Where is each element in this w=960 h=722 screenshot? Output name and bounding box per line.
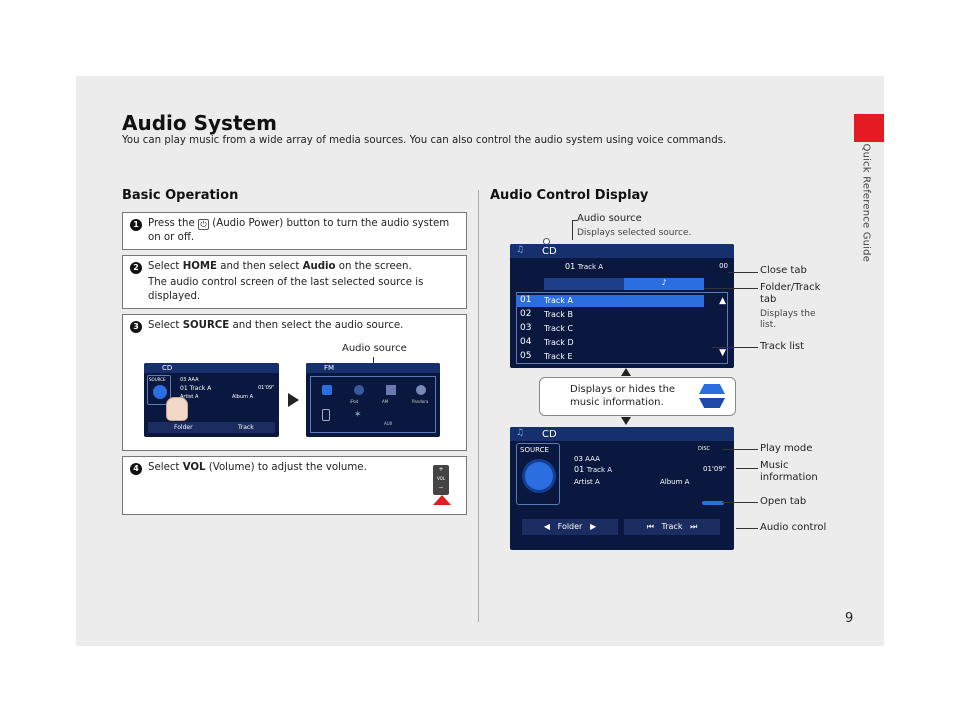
track-tab[interactable]: ♪ — [624, 278, 704, 290]
track-control[interactable]: ⏮ Track ⏭ — [624, 519, 720, 535]
callout-line — [712, 347, 758, 348]
track-list-label: Track list — [760, 341, 805, 352]
music-information-label: Music information — [760, 460, 818, 483]
page-title: Audio System — [122, 111, 277, 135]
callout-line — [722, 502, 758, 503]
callout-line — [736, 528, 758, 529]
step-3: 3 Select SOURCE and then select the audi… — [122, 314, 467, 451]
step-2: 2 Select HOME and then select Audio on t… — [122, 255, 467, 309]
column-divider — [478, 190, 479, 622]
callout-line — [728, 272, 758, 273]
music-note-icon: ♫ — [516, 428, 525, 438]
toggle-info-box: Displays or hides the music information. — [539, 377, 736, 416]
step-number: 3 — [130, 321, 142, 333]
audio-control-label: Audio control — [760, 522, 827, 533]
scroll-up-icon[interactable]: ▲ — [719, 296, 726, 306]
open-tab-label: Open tab — [760, 496, 807, 507]
disc-icon — [153, 385, 167, 399]
disc-icon — [416, 385, 426, 395]
page-number: 9 — [845, 611, 854, 626]
vol-knob[interactable]: +VOL− — [433, 465, 449, 495]
step-2-text: Select HOME and then select Audio on the… — [148, 261, 424, 302]
folder-track-tab-desc: Displays the list. — [760, 309, 816, 330]
power-icon: ⏻ — [198, 219, 210, 230]
folder-tab[interactable] — [544, 278, 624, 290]
folder-control[interactable]: ◀ Folder ▶ — [522, 519, 618, 535]
step-1: 1 Press the ⏻ (Audio Power) button to tu… — [122, 212, 467, 250]
callout-line — [736, 468, 758, 469]
audio-control-display-heading: Audio Control Display — [490, 188, 649, 203]
basic-operation-heading: Basic Operation — [122, 188, 239, 203]
phone-icon — [322, 409, 330, 421]
radio-icon — [354, 385, 364, 395]
scroll-down-icon[interactable]: ▼ — [719, 348, 726, 358]
step-1-text: Press the ⏻ (Audio Power) button to turn… — [148, 218, 450, 243]
usb-icon — [322, 385, 332, 395]
audio-source-callout: Audio source — [342, 343, 407, 354]
callout-line — [572, 220, 577, 221]
step-number: 4 — [130, 463, 142, 475]
arrow-down-icon — [621, 417, 631, 425]
page-intro: You can play music from a wide array of … — [122, 135, 727, 146]
section-tab — [854, 114, 884, 142]
audio-source-desc: Displays selected source. — [577, 228, 692, 238]
bluetooth-icon: ✶ — [354, 410, 362, 420]
source-button[interactable]: SOURCE — [516, 443, 560, 505]
mini-cd-screen: CD SOURCE 03 AAA 01 Track A Artist A Alb… — [144, 363, 279, 437]
audio-source-label: Audio source — [577, 213, 642, 224]
step-number: 1 — [130, 219, 142, 231]
pandora-icon — [386, 385, 396, 395]
arrow-up-icon — [621, 368, 631, 376]
close-tab-icon — [699, 398, 725, 408]
section-label: Quick Reference Guide — [860, 143, 872, 263]
folder-track-tab-label: Folder/Track tab — [760, 282, 821, 305]
disc-icon — [525, 462, 553, 490]
hand-pointer-icon — [166, 397, 188, 421]
bottom-audio-screen: ♫ CD SOURCE 03 AAA 01 Track A Artist A A… — [510, 427, 734, 550]
callout-line — [704, 288, 758, 289]
close-tab-label: Close tab — [760, 265, 807, 276]
step-4: 4 Select VOL (Volume) to adjust the volu… — [122, 456, 467, 515]
open-tab-icon — [699, 384, 725, 394]
step-number: 2 — [130, 262, 142, 274]
callout-line — [572, 220, 573, 240]
mini-fm-screen: FM iPod AM Pandora ✶ AUX — [306, 363, 440, 437]
step-3-text: Select SOURCE and then select the audio … — [148, 320, 404, 331]
step-4-text: Select VOL (Volume) to adjust the volume… — [148, 462, 367, 473]
arrow-up-icon — [433, 495, 451, 505]
arrow-right-icon — [288, 393, 299, 407]
music-note-icon: ♫ — [516, 245, 525, 255]
callout-line — [722, 449, 758, 450]
play-mode-label: Play mode — [760, 443, 813, 454]
mini-source-button[interactable]: SOURCE — [147, 375, 171, 405]
open-tab-handle[interactable] — [702, 501, 724, 505]
